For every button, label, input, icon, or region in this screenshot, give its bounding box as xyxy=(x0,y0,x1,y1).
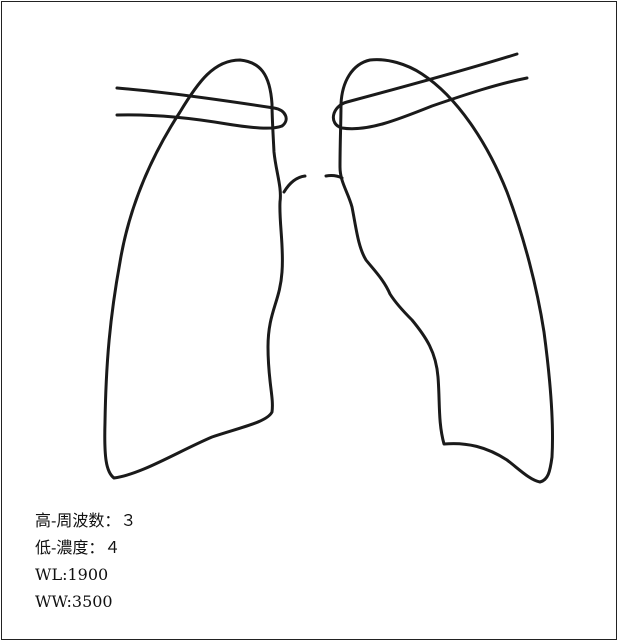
window-width-label: WW:3500 xyxy=(35,588,136,615)
right-hilum-stroke xyxy=(284,176,305,192)
image-parameters: 高-周波数：３ 低-濃度：４ WL:1900 WW:3500 xyxy=(35,507,136,615)
right-clavicle-outline xyxy=(117,88,286,128)
high-frequency-label: 高-周波数：３ xyxy=(35,507,136,534)
low-density-label: 低-濃度：４ xyxy=(35,534,136,561)
left-hilum-stroke xyxy=(326,176,342,178)
left-clavicle-outline xyxy=(333,54,527,129)
right-lung-outline xyxy=(105,60,283,478)
window-level-label: WL:1900 xyxy=(35,561,136,588)
left-lung-outline xyxy=(340,60,553,482)
